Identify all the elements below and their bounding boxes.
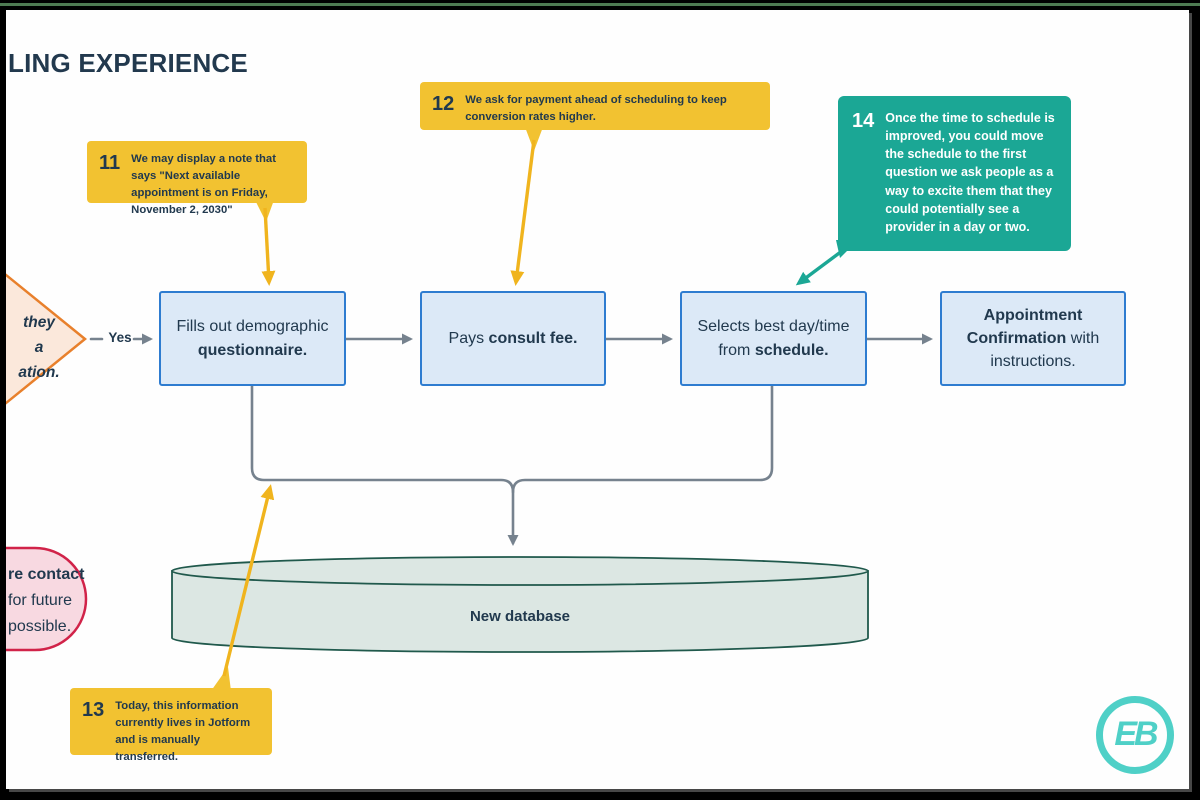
flow-step-demographic-questionnaire: Fills out demographic questionnaire. xyxy=(159,291,346,386)
flow-step-label: Fills out demographic questionnaire. xyxy=(176,318,329,359)
database-cylinder xyxy=(171,556,869,653)
diagram-slide: LING EXPERIENCE 11 We may display a note… xyxy=(6,10,1189,789)
annotation-text: We ask for payment ahead of scheduling t… xyxy=(465,94,727,123)
annotation-number: 11 xyxy=(99,152,121,174)
page-title: LING EXPERIENCE xyxy=(8,48,248,78)
arrow-note-13-to-bracket xyxy=(222,484,275,677)
annotation-number: 13 xyxy=(82,699,105,721)
annotation-text: Once the time to schedule is improved, y… xyxy=(885,111,1055,234)
top-accent-line xyxy=(0,3,1200,6)
arrow-note-11-to-step-1 xyxy=(261,207,276,286)
annotation-note-11: 11 We may display a note that says "Next… xyxy=(87,141,307,216)
annotation-text: Today, this information currently lives … xyxy=(115,700,251,763)
eb-logo: EB xyxy=(1096,696,1174,774)
flow-step-pays-consult-fee: Pays consult fee. xyxy=(420,291,606,386)
annotation-text: We may display a note that says "Next av… xyxy=(131,153,276,216)
flow-step-label: Selects best day/time from schedule. xyxy=(697,318,850,359)
flow-step-selects-day-time: Selects best day/time from schedule. xyxy=(680,291,867,386)
merge-bracket-connector xyxy=(250,384,774,546)
flow-step-label: Pays consult fee. xyxy=(448,329,578,347)
flow-step-appointment-confirmation: Appointment Confirmation with instructio… xyxy=(940,291,1126,386)
note-12-tail xyxy=(525,127,543,151)
yes-label: Yes xyxy=(108,330,132,345)
arrow-note-14-to-step-3 xyxy=(795,246,848,286)
annotation-number: 12 xyxy=(432,93,455,115)
annotation-number: 14 xyxy=(852,110,875,132)
annotation-note-12: 12 We ask for payment ahead of schedulin… xyxy=(420,82,770,130)
decision-text: they a ation. xyxy=(18,314,60,381)
arrow-note-12-to-step-2 xyxy=(510,139,536,286)
flow-step-label: Appointment Confirmation with instructio… xyxy=(966,306,1100,371)
eb-logo-monogram: EB xyxy=(1114,714,1158,753)
database-label: New database xyxy=(469,608,571,625)
contact-text: re contact for future possible. xyxy=(8,566,85,635)
annotation-note-14: 14 Once the time to schedule is improved… xyxy=(838,96,1071,251)
annotation-note-13: 13 Today, this information currently liv… xyxy=(70,688,272,763)
